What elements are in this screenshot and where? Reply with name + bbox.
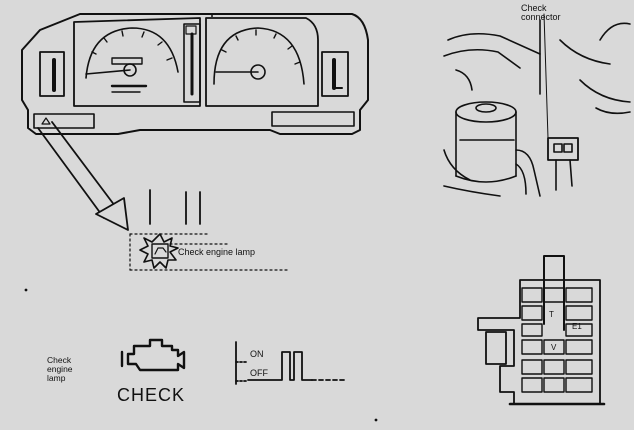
check-engine-lamp-side-label: Check engine lamp bbox=[47, 356, 73, 383]
check-connector-label: Check connector bbox=[521, 4, 561, 23]
lamp-detail bbox=[130, 190, 290, 270]
check-engine-lamp-callout-label: Check engine lamp bbox=[178, 248, 255, 257]
terminal-v-label: V bbox=[551, 344, 556, 352]
on-label: ON bbox=[250, 350, 264, 359]
engine-lamp-icon bbox=[122, 340, 184, 370]
specks bbox=[25, 15, 378, 421]
off-label: OFF bbox=[250, 369, 268, 378]
instrument-cluster-icon bbox=[22, 14, 368, 134]
callout-arrow bbox=[38, 122, 128, 230]
check-connector-icon bbox=[444, 14, 630, 196]
terminal-e1-label: E1 bbox=[572, 323, 582, 331]
terminal-t-label: T bbox=[549, 311, 554, 319]
terminal-block bbox=[478, 256, 604, 404]
check-text-label: CHECK bbox=[117, 386, 185, 405]
